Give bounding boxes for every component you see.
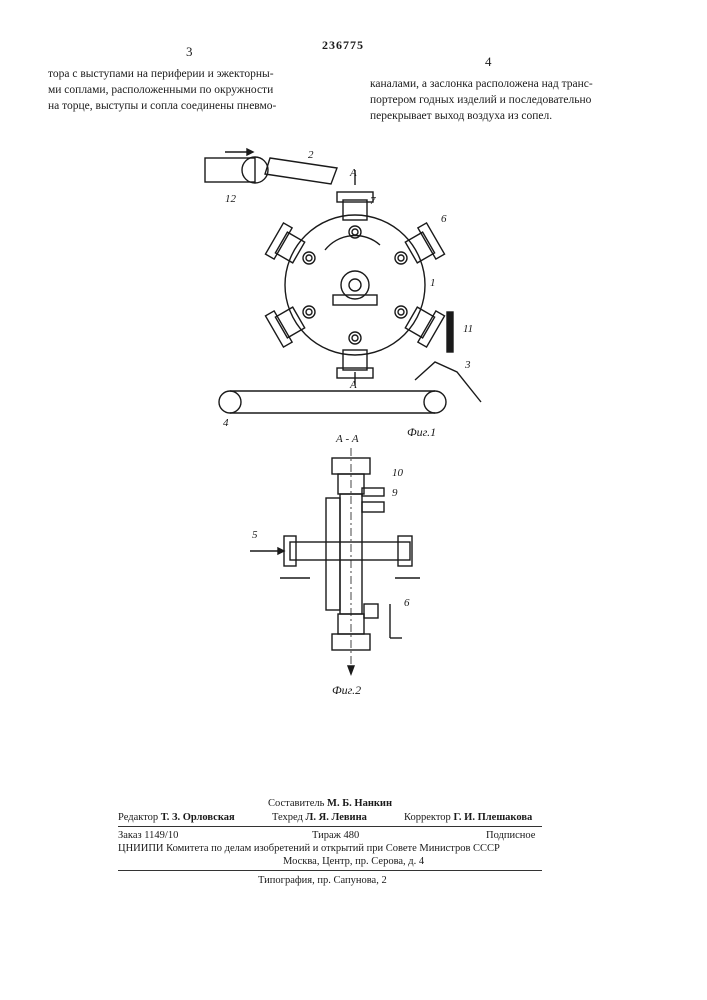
figure-2-drawing: А - А 10 9 5 6 Фиг.2	[240, 428, 430, 698]
column-number-right: 4	[485, 54, 492, 70]
column-number-left: 3	[186, 44, 193, 60]
right-column-line-2: портером годных изделий и последовательн…	[370, 93, 591, 107]
editor-line: Редактор Т. З. Орловская	[118, 811, 235, 824]
fig2-label-6: 6	[404, 597, 410, 609]
order-number: Заказ 1149/10	[118, 829, 178, 842]
fig2-caption: Фиг.2	[332, 683, 361, 697]
editor-label: Редактор	[118, 812, 158, 823]
fig1-label-12: 12	[225, 193, 237, 205]
compiler-name: М. Б. Нанкин	[327, 798, 392, 809]
editor-name: Т. З. Орловская	[161, 812, 235, 823]
fig2-label-10: 10	[392, 467, 404, 479]
compiler-label: Составитель	[268, 798, 324, 809]
techred-label: Техред	[272, 812, 303, 823]
imprint-divider-top	[118, 826, 542, 827]
imprint-divider-bottom	[118, 870, 542, 871]
right-column-line-1: каналами, а заслонка расположена над тра…	[370, 77, 593, 91]
fig1-label-3: 3	[464, 359, 471, 371]
left-column-line-1: тора с выступами на периферии и эжекторн…	[48, 67, 274, 81]
circulation: Тираж 480	[312, 829, 359, 842]
fig2-section-title: А - А	[335, 433, 359, 445]
subscription: Подписное	[486, 829, 535, 842]
corrector-name: Г. И. Плешакова	[453, 812, 532, 823]
left-column-line-3: на торце, выступы и сопла соединены пнев…	[48, 99, 276, 113]
fig2-label-9: 9	[392, 487, 398, 499]
fig1-section-marker-bottom: A	[349, 379, 357, 391]
corrector-line: Корректор Г. И. Плешакова	[404, 811, 532, 824]
techred-name: Л. Я. Левина	[306, 812, 367, 823]
fig1-label-7: 7	[370, 195, 376, 207]
fig1-label-1: 1	[430, 277, 436, 289]
fig1-label-6: 6	[441, 213, 447, 225]
printer: Типография, пр. Сапунова, 2	[258, 874, 387, 887]
techred-line: Техред Л. Я. Левина	[272, 811, 367, 824]
figure-1-drawing: 2 12 A 7 6 1 11 3 A 4 Фиг.1	[195, 140, 495, 440]
corrector-label: Корректор	[404, 812, 451, 823]
address: Москва, Центр, пр. Серова, д. 4	[283, 855, 424, 868]
fig1-label-4: 4	[223, 417, 229, 429]
right-column-line-3: перекрывает выход воздуха из сопел.	[370, 109, 552, 123]
fig1-label-2: 2	[308, 149, 314, 161]
fig1-label-11: 11	[463, 323, 473, 335]
fig1-section-marker-top: A	[349, 167, 357, 179]
fig2-label-5: 5	[252, 529, 258, 541]
left-column-line-2: ми соплами, расположенными по окружности	[48, 83, 273, 97]
compiler-line: Составитель М. Б. Нанкин	[268, 797, 392, 810]
patent-number: 236775	[322, 38, 364, 53]
institute: ЦНИИПИ Комитета по делам изобретений и о…	[118, 842, 500, 855]
